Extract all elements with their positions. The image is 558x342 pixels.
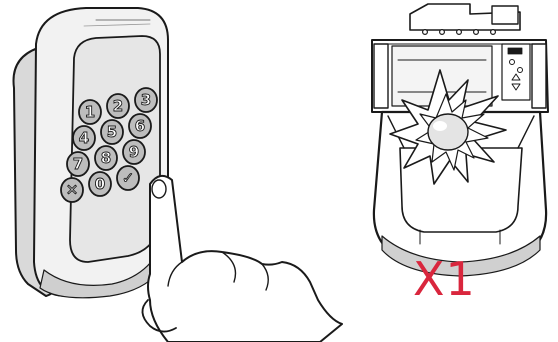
keypad-key-label: 8 — [101, 149, 111, 167]
pointing-hand — [142, 176, 342, 342]
fingernail — [152, 180, 166, 198]
hand-outline — [148, 176, 342, 342]
keypad-key-1: 1 — [79, 100, 101, 124]
keypad-key-label: 4 — [79, 129, 89, 147]
keypad-key-11: 0 — [89, 172, 111, 196]
keypad-key-8: 8 — [95, 146, 117, 170]
keypad-key-label: 2 — [113, 97, 123, 115]
keypad-key-label: ✕ — [66, 181, 79, 199]
keypad-key-9: 9 — [123, 140, 145, 164]
keypad-key-5: 5 — [101, 120, 123, 144]
learn-button — [508, 48, 522, 54]
keypad-key-12: ✓ — [117, 166, 139, 190]
keypad-key-label: 6 — [135, 117, 145, 135]
keypad-key-2: 2 — [107, 94, 129, 118]
keypad-key-label: 7 — [73, 155, 83, 173]
keypad-key-7: 7 — [67, 152, 89, 176]
keypad-key-6: 6 — [129, 114, 151, 138]
keypad-key-label: 3 — [141, 91, 151, 109]
keypad-key-10: ✕ — [61, 178, 83, 202]
light-bulb — [428, 114, 468, 150]
bracket-block — [492, 6, 518, 24]
control-button-b — [518, 68, 523, 73]
control-button-a — [510, 60, 515, 65]
keypad-key-3: 3 — [135, 88, 157, 112]
press-count-label: X1 — [413, 256, 476, 302]
keypad-key-4: 4 — [73, 126, 95, 150]
keypad-key-label: 9 — [129, 143, 139, 161]
keypad-key-label: 1 — [85, 103, 95, 121]
keypad-key-label: 5 — [107, 123, 117, 141]
keypad-key-label: 0 — [95, 175, 105, 193]
keypad-key-label: ✓ — [122, 169, 135, 187]
